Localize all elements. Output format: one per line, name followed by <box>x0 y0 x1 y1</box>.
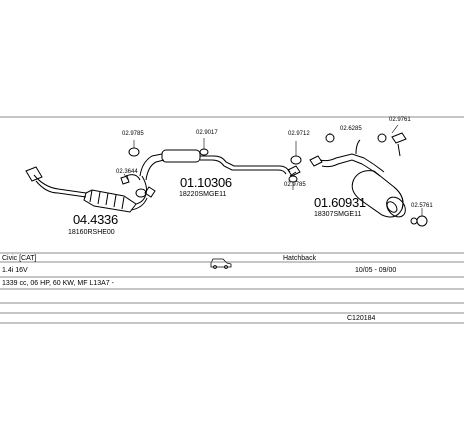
car-icon <box>210 258 232 269</box>
part-ref-label: 02.5761 <box>411 203 433 209</box>
part-ref-label: 02.9761 <box>389 117 411 123</box>
body-type: Hatchback <box>283 255 317 262</box>
part-ref-label: 02.6285 <box>340 126 362 132</box>
part-number: 01.60931 <box>314 195 366 210</box>
vehicle-model: Civic [CAT] <box>2 255 37 262</box>
leader-lines <box>123 124 423 216</box>
part-number: 01.10306 <box>180 175 232 190</box>
part-ref-label: 02.3644 <box>116 169 138 175</box>
oem-number: 18307SMGE11 <box>314 211 362 218</box>
part-ref-label: 02.9712 <box>288 131 310 137</box>
part-number: 04.4336 <box>73 212 118 227</box>
part-ref-label: 02.9785 <box>122 131 144 137</box>
engine-spec: 1339 cc, 06 HP, 60 KW, MF L13A7 - <box>2 280 114 287</box>
part-ref-label: 02.9017 <box>196 130 218 136</box>
catalog-code: C120184 <box>347 315 376 322</box>
part-ref-label: 02.9785 <box>284 182 306 188</box>
oem-number: 18160RSHE00 <box>68 229 115 236</box>
oem-number: 18220SMGE11 <box>179 191 227 198</box>
info-table-lines <box>0 116 464 324</box>
production-years: 10/05 - 09/00 <box>355 267 397 274</box>
engine: 1.4i 16V <box>2 267 28 274</box>
